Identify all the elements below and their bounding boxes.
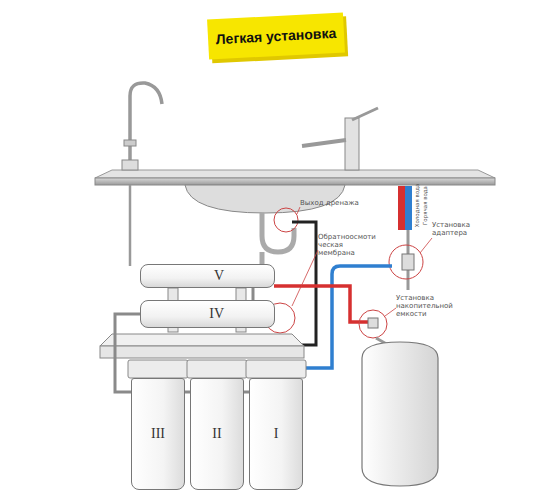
bracket-plate [100, 346, 304, 358]
callout-label: Выход дренажа [300, 199, 370, 207]
membrane-housing: IV [140, 300, 275, 328]
countertop-edge [95, 178, 495, 185]
adapter-tee [402, 254, 414, 270]
pipe-label: Холодная вода [414, 180, 421, 230]
countertop-surface [95, 170, 495, 178]
postfilter-housing: V [140, 264, 275, 288]
roman-numeral: III [151, 426, 165, 442]
drain-line [292, 222, 316, 345]
mixer-spout [302, 140, 346, 146]
cold-pipe [405, 186, 412, 230]
callout-label: Установка адаптера [432, 221, 488, 237]
leader-line [297, 207, 300, 214]
filter-head [128, 360, 188, 378]
pipe-label: Горячая вода [422, 180, 429, 230]
filter-head [246, 360, 306, 378]
mixer-body [345, 118, 359, 170]
drain-callout-circle [274, 208, 298, 232]
faucet-base [122, 160, 138, 170]
leader-line [385, 308, 396, 316]
roman-numeral: I [274, 426, 279, 442]
roman-numeral: V [214, 268, 224, 284]
roman-numeral: II [212, 426, 221, 442]
faucet-handle [124, 140, 136, 146]
tank-callout-circle [359, 310, 387, 338]
leader-line [420, 238, 432, 253]
leader-line [292, 250, 318, 306]
filter-faucet [130, 83, 162, 168]
filter-housing: III [131, 378, 185, 490]
filter-head [187, 360, 247, 378]
title-banner: Легкая установка [207, 12, 345, 59]
filter-housing: I [249, 378, 303, 490]
product-line [274, 286, 372, 322]
tank-valve [368, 318, 378, 328]
filter-housing: II [190, 378, 244, 490]
tube-connector [252, 288, 255, 300]
callout-label: Обратноосмоти ческая мембрана [318, 233, 380, 257]
siphon [262, 213, 294, 252]
faucet-tube [129, 185, 132, 266]
storage-tank [362, 342, 438, 486]
mixer-lever [352, 108, 378, 120]
adapter-callout-circle [389, 245, 423, 279]
callout-label: Установка накопительной емкости [396, 294, 476, 318]
title-text: Легкая установка [215, 25, 336, 47]
hot-pipe [398, 186, 405, 230]
roman-numeral: IV [209, 306, 224, 322]
bracket-top [100, 334, 304, 346]
